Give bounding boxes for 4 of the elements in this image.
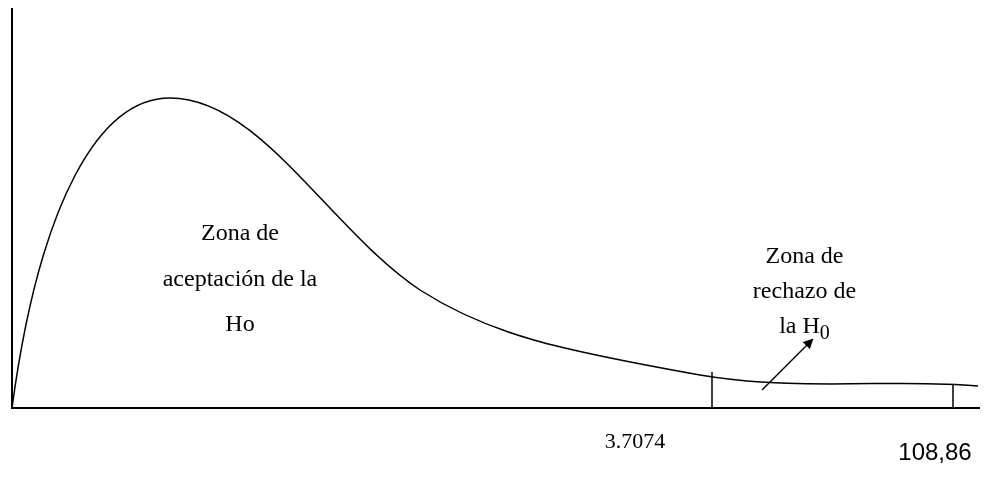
zone-label: Zona de aceptación de la Ho xyxy=(161,218,319,339)
critical-value: 3.7074 xyxy=(603,428,667,455)
zone-label: Zona de rechazo de la H$_{0}$ xyxy=(751,241,858,345)
statistic-value: 108,86 xyxy=(897,438,973,467)
